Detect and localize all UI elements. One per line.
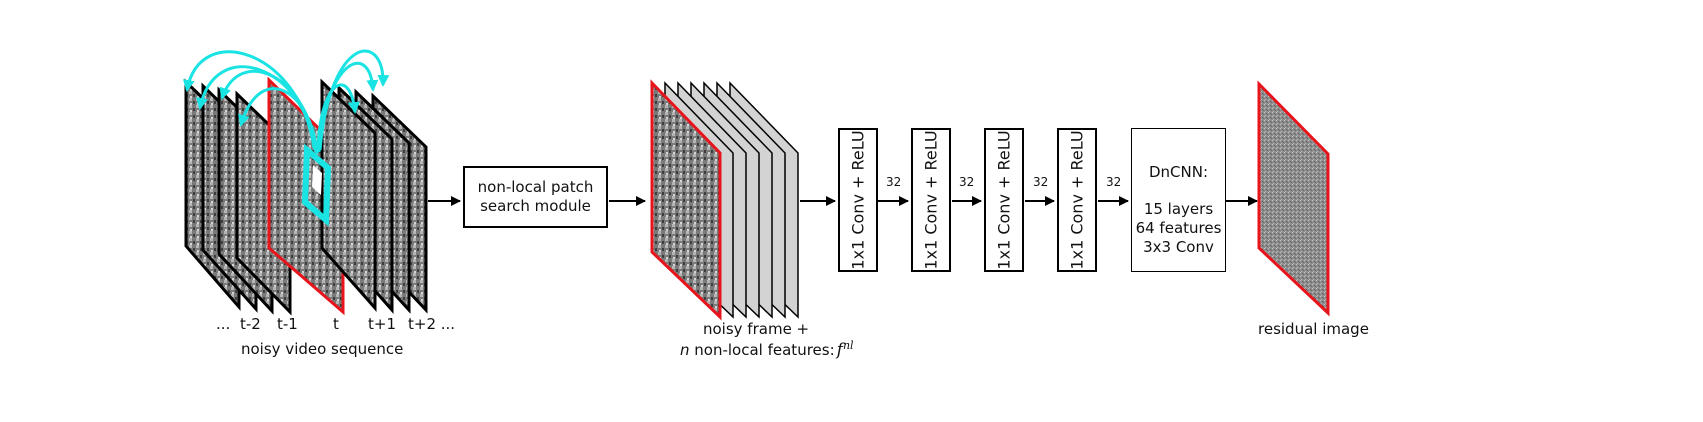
search-arc-4 [238,87,319,155]
conv-block-4-label: 1x1 Conv + ReLU [1067,130,1087,270]
patch-highlight [301,143,332,227]
patch-highlight-inner [312,165,322,195]
time-label-t-1: t-1 [277,315,298,333]
features-caption-line1: noisy frame + [703,320,810,338]
search-module-line1: non-local patch [477,178,594,196]
conv-block-2: 1x1 Conv + ReLU [911,128,951,272]
residual-image [1257,80,1330,317]
features-caption-line2: n non-local features:fnl [680,339,854,360]
search-module-box: non-local patch search module [463,166,608,228]
features-caption-superscript: nl [842,339,854,352]
conv-block-1: 1x1 Conv + ReLU [838,128,878,272]
input-caption: noisy video sequence [241,340,404,358]
dncnn-title: DnCNN: [1148,163,1208,181]
dncnn-features: 64 features [1135,219,1222,237]
search-arc-5 [316,83,360,151]
conv-block-2-label: 1x1 Conv + ReLU [921,130,941,270]
search-arc-7 [318,49,390,151]
feature-noisy-frame [650,79,722,321]
time-label-t+2: t+2 ... [408,315,456,333]
patch-search-arcs [182,49,390,155]
conv-block-3: 1x1 Conv + ReLU [984,128,1024,272]
channel-label-4: 32 [1106,175,1122,189]
channel-label-3: 32 [1033,175,1049,189]
conv-block-4: 1x1 Conv + ReLU [1057,128,1097,272]
feature-stack [650,79,799,321]
dncnn-layers: 15 layers [1143,200,1214,218]
noisy-video-frames [184,76,428,316]
channel-label-2: 32 [959,175,975,189]
features-caption-n: n [680,341,690,359]
search-module-line2: search module [480,197,591,215]
dncnn-box: DnCNN: 15 layers 64 features 3x3 Conv [1131,128,1226,272]
video-frame-next [320,78,377,312]
features-caption-rest: non-local features: [689,341,835,359]
time-label-ellipsis: ... [216,315,231,333]
conv-block-1-label: 1x1 Conv + ReLU [848,130,868,270]
time-label-t: t [333,315,339,333]
channel-label-1: 32 [886,175,902,189]
features-caption-symbol: f [836,340,843,360]
time-label-t+1: t+1 [368,315,396,333]
conv-block-3-label: 1x1 Conv + ReLU [994,130,1014,270]
time-label-t-2: t-2 [240,315,261,333]
dncnn-kernel: 3x3 Conv [1143,238,1214,256]
residual-caption: residual image [1258,320,1369,338]
